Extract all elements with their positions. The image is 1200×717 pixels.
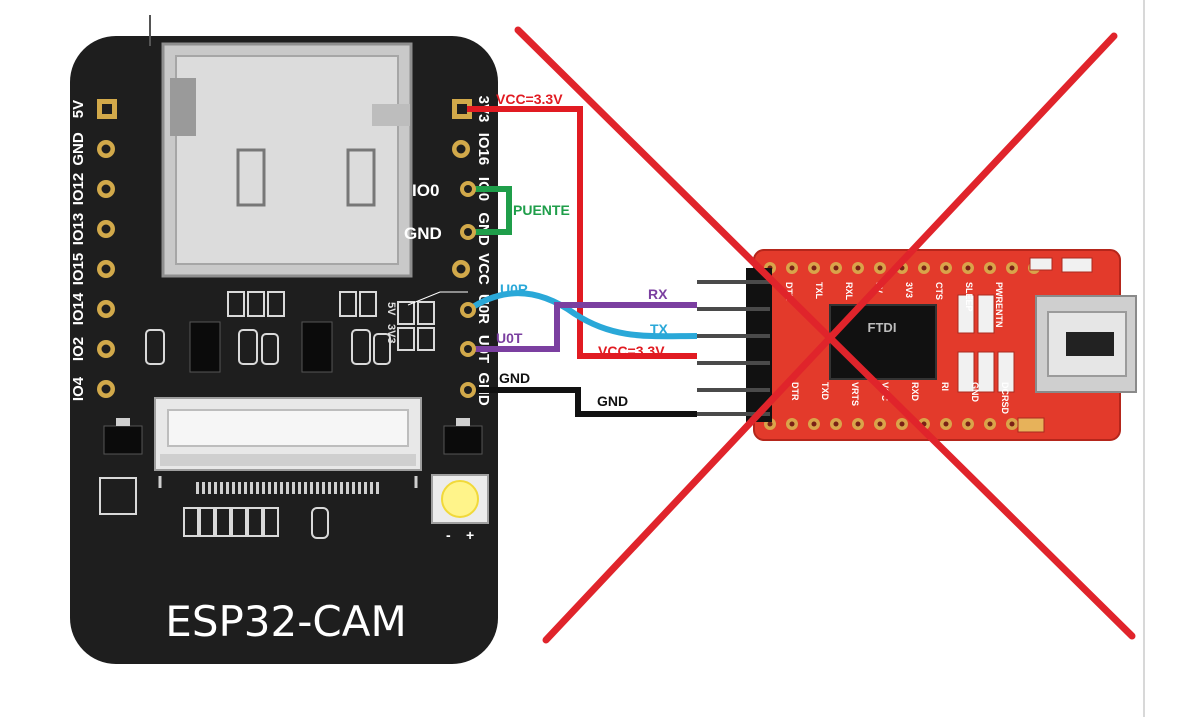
label-gnd-jumper: GND [404, 224, 442, 243]
ftdi-top-label: DTR [784, 282, 794, 301]
ftdi-bottom-label: GND [970, 382, 980, 403]
ftdi-bottom-label: VRTS [850, 382, 860, 406]
ftdi-chip-label: FTDI [868, 320, 897, 335]
label-gnd-esp: GND [499, 370, 530, 386]
flash-led: - + [431, 474, 489, 543]
silk-3v3: 3V3 [385, 324, 397, 344]
ftdi-bottom-label: RI [940, 382, 950, 391]
label-vcc-esp: VCC=3.3V [496, 91, 563, 107]
left-pin-label: 5V [70, 100, 87, 118]
connected-pins [460, 181, 476, 398]
ftdi-top-label: TXL [814, 282, 824, 300]
cross-line-1 [514, 26, 1136, 640]
red-cross-out [514, 26, 1136, 644]
led-minus-label: - [446, 527, 451, 543]
left-pin-label: IO14 [70, 292, 87, 325]
smd-components [99, 291, 435, 539]
board-name: ESP32-CAM [165, 597, 406, 646]
ftdi-top-label: RXL [844, 282, 854, 301]
tx-wire [466, 290, 698, 340]
ftdi-header-pins [697, 268, 772, 422]
wires [407, 106, 698, 417]
led-plus-label: + [466, 527, 474, 543]
left-pin-label: IO15 [70, 253, 87, 286]
label-io0: IO0 [412, 181, 439, 200]
left-pin-label: IO2 [70, 337, 87, 361]
gnd-wire [468, 387, 697, 417]
ftdi-top-label: CTS [934, 282, 944, 300]
wire-labels: VCC=3.3V IO0 GND PUENTE U0R U0T GND RX T… [404, 91, 669, 409]
cross-line-2 [542, 32, 1118, 644]
label-gnd-ftdi: GND [597, 393, 628, 409]
left-pin-label: IO4 [70, 376, 87, 401]
label-u0t: U0T [496, 330, 523, 346]
camera-connector [154, 397, 422, 494]
right-pin-label: VCC [475, 253, 492, 285]
label-vcc-ftdi: VCC=3.3V [598, 343, 665, 359]
transistors [103, 321, 483, 455]
ftdi-bottom-label: DCRSD [1000, 382, 1010, 415]
vcc-wire [467, 106, 697, 359]
left-pin-label: GND [70, 132, 87, 166]
ftdi-adapter: FTDI DTRTXLRXL5V3V3CTSSLEEPPWRENTNDTRTXD… [697, 249, 1137, 441]
label-tx: TX [650, 321, 669, 337]
rx-wire [468, 302, 697, 352]
jumper-wire [468, 186, 512, 235]
right-pin-label: IO16 [475, 133, 492, 166]
mini-usb-connector [1035, 295, 1137, 393]
ftdi-top-label: 3V3 [904, 282, 914, 298]
label-rx: RX [648, 286, 668, 302]
ftdi-top-label: PWRENTN [994, 282, 1004, 328]
silk-5v: 5V [385, 302, 397, 316]
ftdi-smd [957, 257, 1093, 433]
left-pin-label: IO13 [70, 213, 87, 246]
sd-card-slot [161, 42, 413, 278]
ftdi-bottom-label: RXD [910, 382, 920, 402]
left-pin-label: IO12 [70, 173, 87, 206]
label-u0r: U0R [500, 281, 528, 297]
u0r-callout [407, 291, 468, 306]
ftdi-bottom-label: DTR [790, 382, 800, 401]
label-puente: PUENTE [513, 202, 570, 218]
ftdi-top-label: SLEEP [964, 282, 974, 312]
ftdi-bottom-label: TXD [820, 382, 830, 401]
